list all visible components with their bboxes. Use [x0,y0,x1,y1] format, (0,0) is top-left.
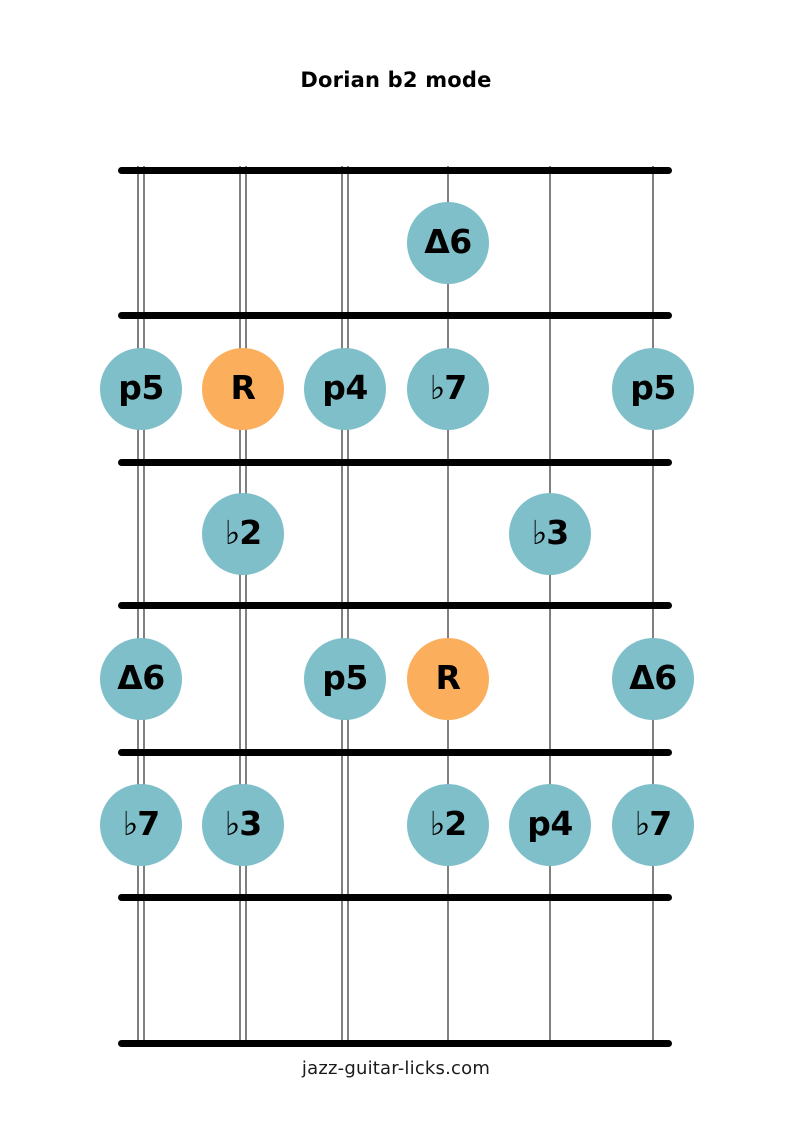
note-label: ♭2 [429,804,468,843]
note-label: Δ6 [117,658,165,697]
note-label: p5 [118,368,164,407]
note-marker: Δ6 [407,201,489,284]
note-marker: p5 [612,347,694,430]
nut-line [118,167,672,174]
fret-line [118,894,672,901]
root-note-marker: R [202,347,284,430]
note-label: ♭2 [224,513,263,552]
page-title: Dorian b2 mode [300,68,492,92]
note-label: ♭3 [224,804,263,843]
note-marker: Δ6 [100,637,182,720]
note-marker: ♭3 [509,492,591,575]
note-marker: p4 [509,783,591,866]
note-label: ♭7 [634,804,673,843]
note-marker: ♭2 [202,492,284,575]
note-label: ♭7 [429,368,468,407]
note-label: p4 [322,368,368,407]
note-marker: Δ6 [612,637,694,720]
note-marker: ♭7 [407,347,489,430]
note-marker: p5 [100,347,182,430]
note-marker: ♭7 [100,783,182,866]
root-note-marker: R [407,637,489,720]
site-credit: jazz-guitar-licks.com [301,1058,491,1079]
note-label: ♭7 [122,804,161,843]
note-label: Δ6 [424,222,472,261]
fret-line [118,602,672,609]
fret-line [118,459,672,466]
note-marker: p4 [304,347,386,430]
note-label: p5 [322,658,368,697]
fret-line [118,749,672,756]
note-label: R [435,658,461,697]
note-label: R [230,368,256,407]
note-marker: ♭2 [407,783,489,866]
note-label: p5 [630,368,676,407]
fret-line [118,312,672,319]
note-label: Δ6 [629,658,677,697]
note-label: ♭3 [531,513,570,552]
note-marker: ♭7 [612,783,694,866]
note-marker: ♭3 [202,783,284,866]
note-marker: p5 [304,637,386,720]
fret-line [118,1040,672,1047]
note-label: p4 [527,804,573,843]
